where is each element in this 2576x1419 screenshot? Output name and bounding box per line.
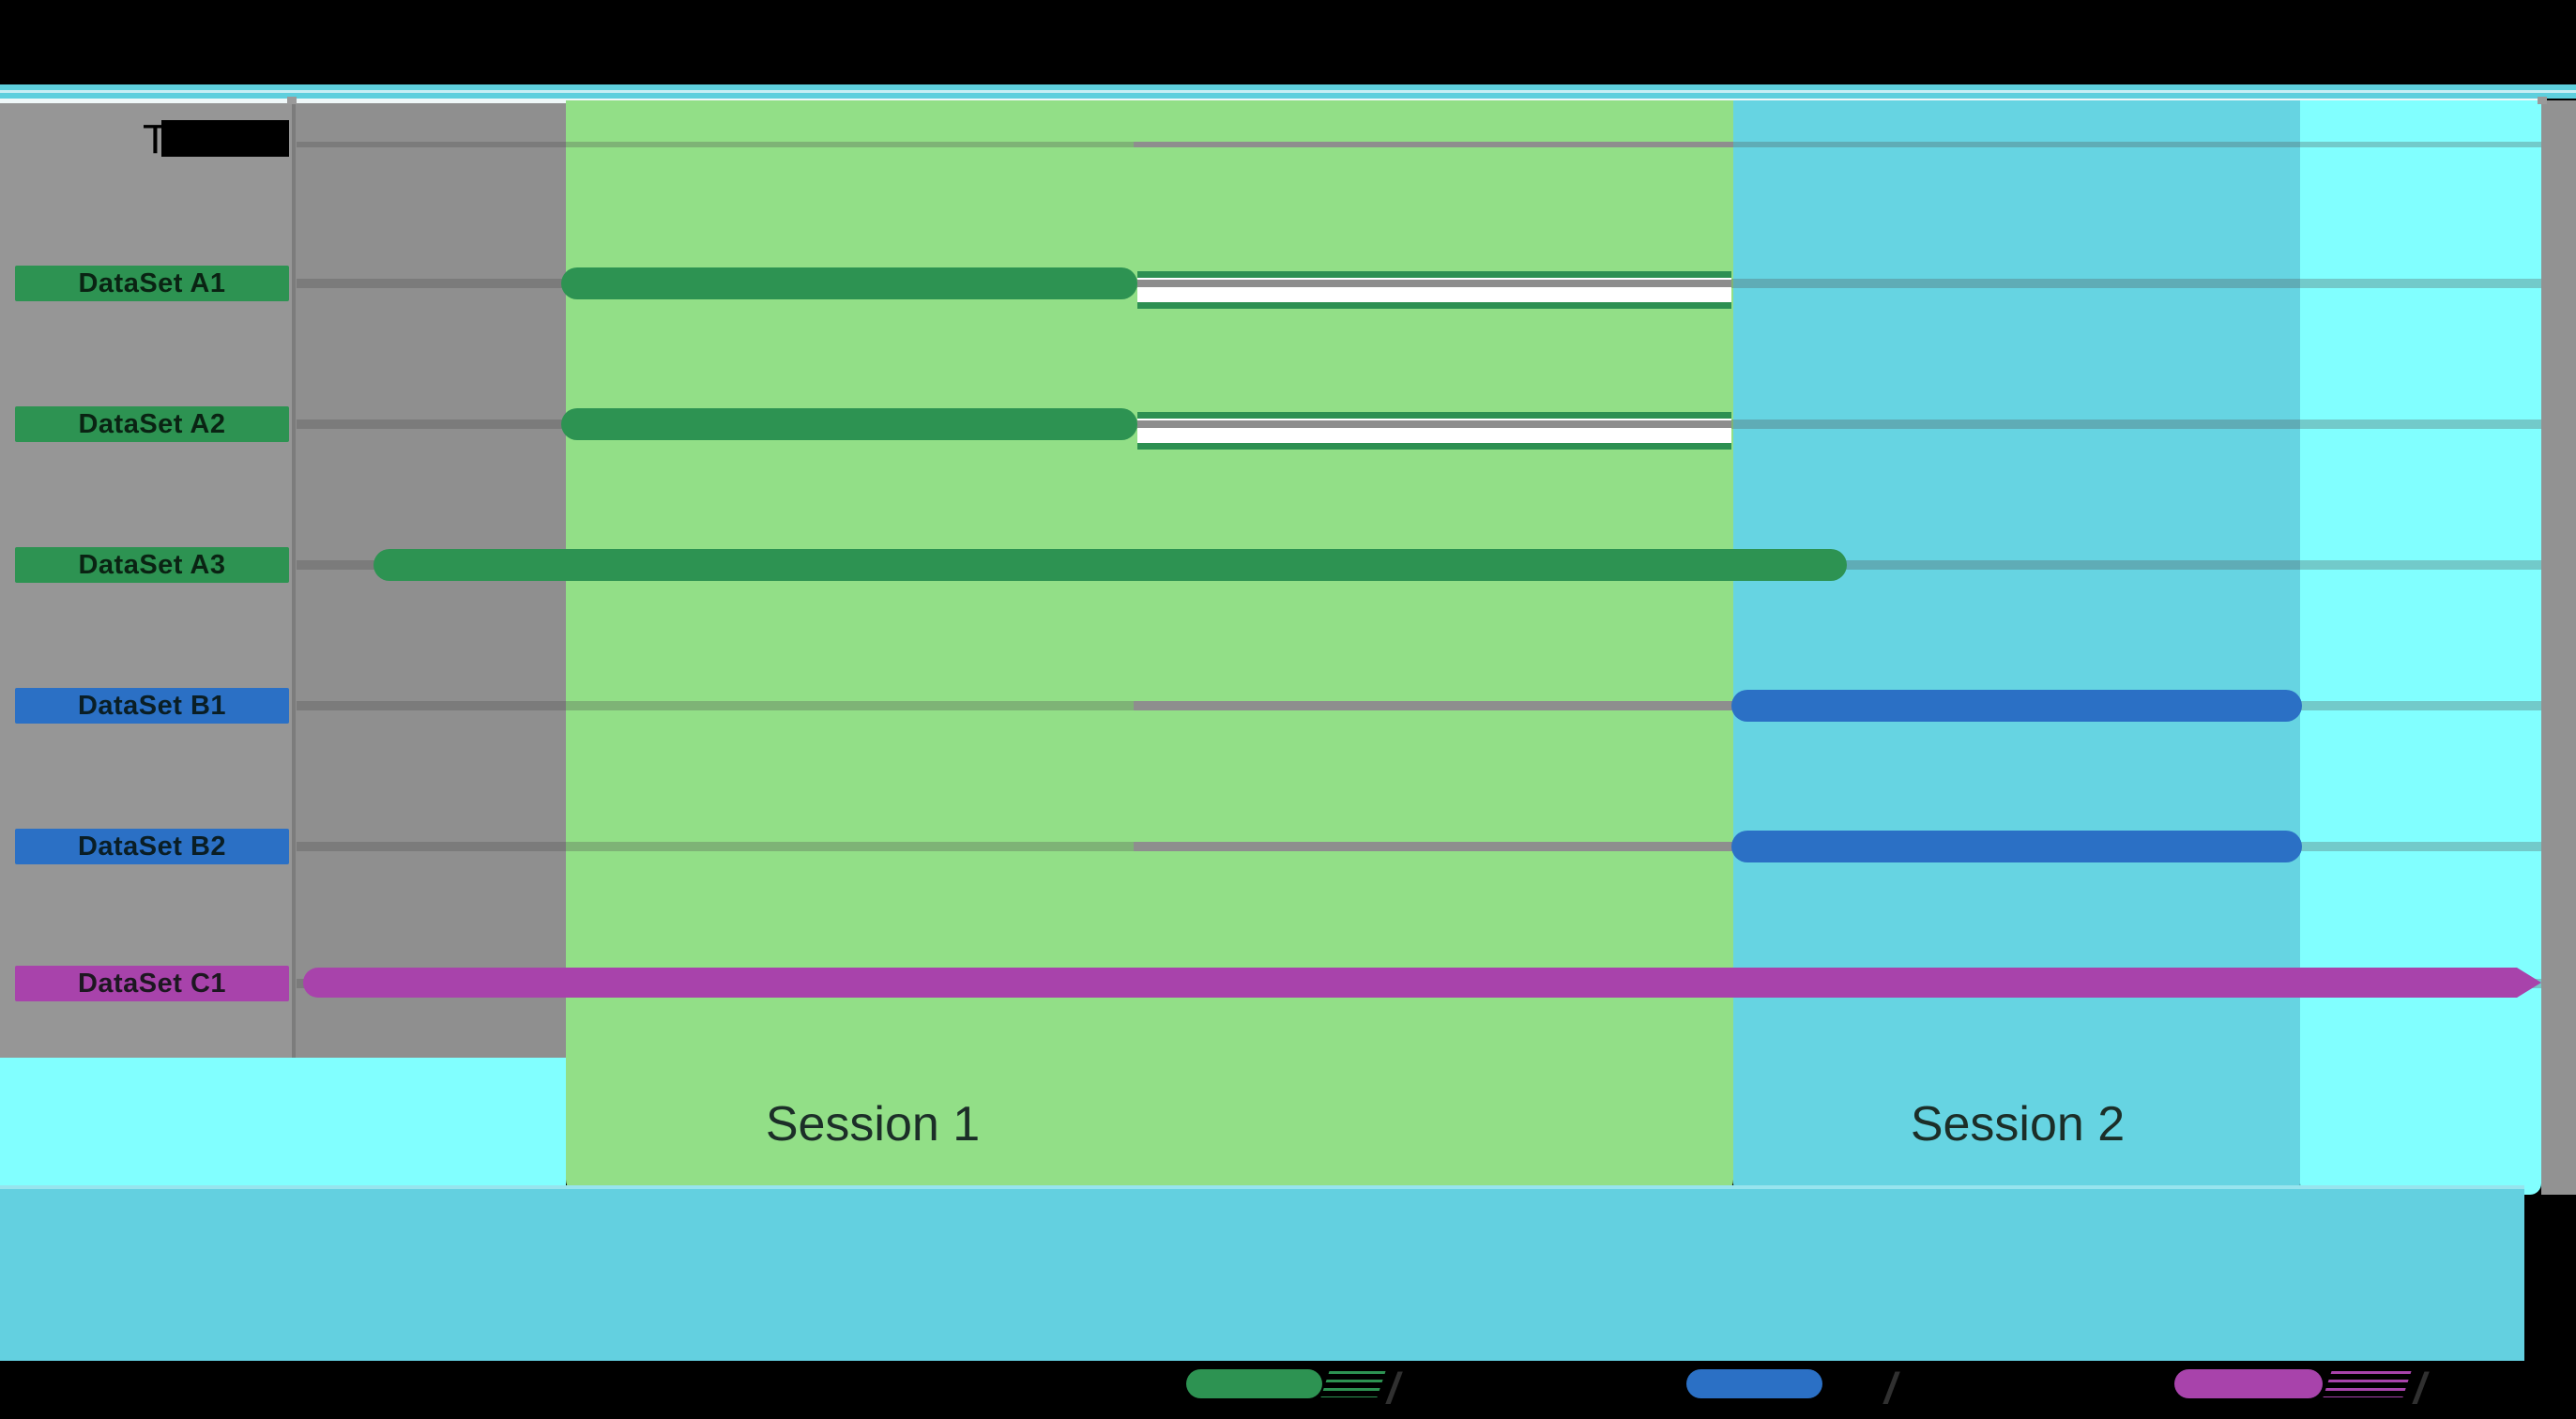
row-label-b1-text: DataSet B1 (77, 690, 227, 721)
axis-tick-right (2538, 97, 2547, 104)
axis-tick-left (287, 97, 297, 104)
solid-segment-row-b1 (1134, 701, 1733, 710)
row-label-b1: DataSet B1 (15, 688, 289, 724)
row-label-b2: DataSet B2 (15, 829, 289, 864)
top-cyan-strip-highlight (0, 90, 2576, 93)
legend-slash-b: / (1884, 1364, 1897, 1412)
row-label-a2: DataSet A2 (15, 406, 289, 442)
session-2-panel (1733, 100, 2300, 1195)
bottom-left-cyan-block (0, 1058, 566, 1188)
row-label-c1-text: DataSet C1 (77, 968, 227, 999)
post-session-panel (2300, 100, 2541, 1195)
row-label-b2-text: DataSet B2 (77, 831, 227, 862)
row-label-a1: DataSet A1 (15, 266, 289, 301)
y-axis-line (292, 103, 296, 1058)
legend-swatch-series-c (2174, 1369, 2323, 1398)
session-1-caption: Session 1 (765, 1097, 981, 1152)
task-bar-b1 (1731, 690, 2302, 722)
task-a2-remainder-track (1137, 412, 1731, 450)
task-a1-remainder-track (1137, 271, 1731, 309)
task-bar-a2 (561, 408, 1137, 440)
session-1-panel (566, 100, 1733, 1195)
task-bar-a1 (561, 267, 1137, 299)
row-label-c1: DataSet C1 (15, 966, 289, 1001)
row-label-a1-text: DataSet A1 (78, 267, 226, 298)
redaction-box (161, 120, 289, 157)
right-margin (2541, 100, 2576, 1195)
legend-slash-a: / (1387, 1364, 1399, 1412)
legend-swatch-series-a (1186, 1369, 1322, 1398)
bottom-band-top-edge (0, 1185, 2524, 1189)
task-bar-b2 (1731, 831, 2302, 862)
solid-segment-header (1134, 142, 1733, 147)
solid-segment-row-b2 (1134, 842, 1733, 851)
bottom-cyan-band (0, 1185, 2524, 1361)
row-label-a2-text: DataSet A2 (78, 408, 226, 439)
session-2-caption: Session 2 (1910, 1097, 2126, 1152)
row-label-a3: DataSet A3 (15, 547, 289, 583)
task-bar-a3 (373, 549, 1847, 581)
row-label-a3-text: DataSet A3 (78, 549, 226, 580)
legend-swatch-series-b (1686, 1369, 1822, 1398)
legend-label-garbled-c (2323, 1371, 2412, 1397)
top-black-band (0, 0, 2576, 84)
legend-slash-c: / (2414, 1364, 2426, 1412)
task-bar-c1-arrow (303, 968, 2541, 998)
legend-label-garbled-a (1320, 1371, 1386, 1397)
